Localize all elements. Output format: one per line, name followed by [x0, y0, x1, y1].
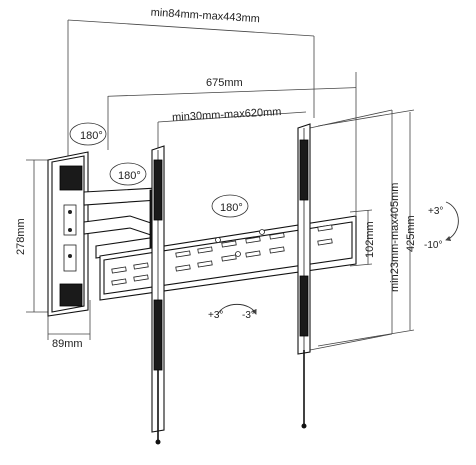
bracket-slots	[111, 224, 333, 286]
rail-spacing-label: min30mm-max620mm	[172, 106, 282, 124]
plate-depth-label: 89mm	[52, 338, 83, 350]
rail-height-label: min23mm-max405mm	[389, 183, 401, 292]
right-vertical-rail	[297, 123, 311, 429]
dim-arm-length: min84mm-max443mm	[67, 7, 315, 160]
side-tilt-indicator: +3° -10°	[424, 201, 459, 251]
swivel-mid: 180°	[109, 162, 147, 186]
level-plus-label: +3°	[208, 310, 223, 321]
dim-plate-depth: 89mm	[47, 300, 91, 350]
dim-bracket-height: 102mm	[349, 209, 376, 267]
level-adjust-indicator: +3° -3°	[208, 303, 257, 321]
arm-length-label: min84mm-max443mm	[150, 7, 260, 26]
swivel-outer: 180°	[69, 122, 107, 146]
swivel-outer-label: 180°	[80, 130, 103, 142]
tilt-up-label: +3°	[428, 206, 443, 217]
dim-overall-height: 425mm	[317, 109, 417, 347]
left-vertical-rail	[151, 145, 165, 445]
plate-height-label: 278mm	[15, 218, 27, 255]
bracket-height-label: 102mm	[364, 221, 376, 258]
level-minus-label: -3°	[242, 310, 255, 321]
overall-width-label: 675mm	[206, 77, 243, 89]
swivel-inner-label: 180°	[220, 202, 243, 214]
swivel-inner: 180°	[211, 194, 249, 218]
dim-plate-height: 278mm	[15, 159, 48, 313]
dim-overall-width: 675mm	[107, 72, 357, 215]
tilt-down-label: -10°	[424, 240, 442, 251]
overall-height-label: 425mm	[405, 215, 417, 252]
wall-plate	[47, 151, 89, 317]
swivel-mid-label: 180°	[118, 170, 141, 182]
dim-rail-spacing: min30mm-max620mm	[157, 106, 307, 148]
